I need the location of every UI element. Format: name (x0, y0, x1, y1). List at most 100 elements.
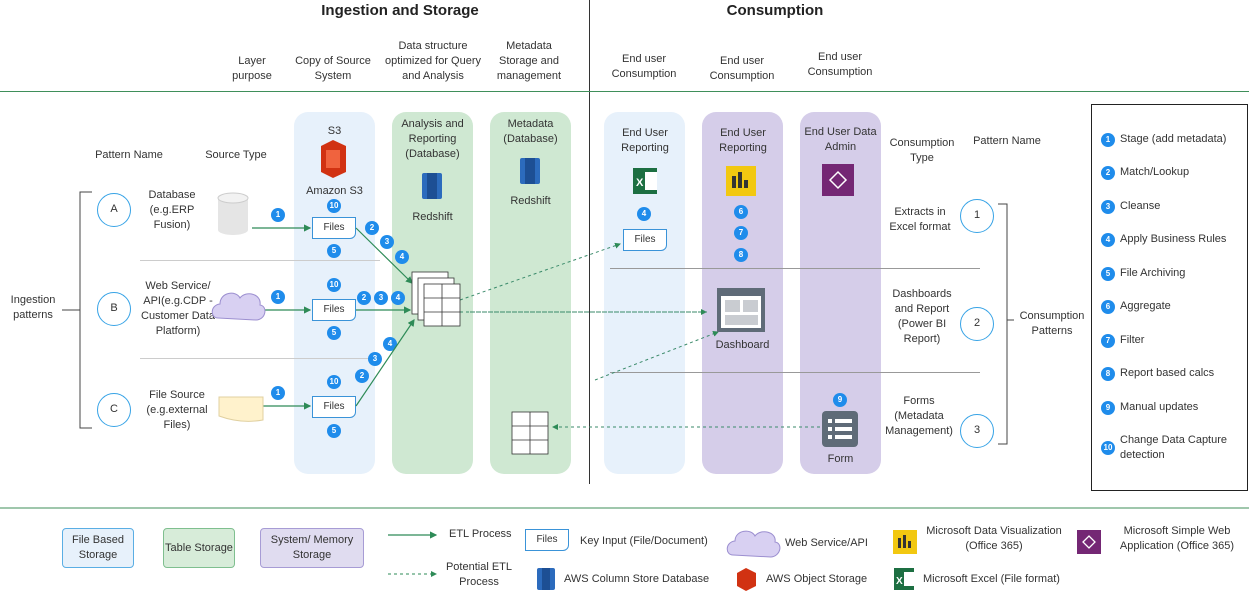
step-badge: 6 (734, 205, 748, 219)
step-label: Aggregate (1120, 300, 1171, 312)
step-number: 6 (1101, 300, 1115, 314)
legend-cloud-icon (726, 530, 781, 558)
ingestion-bracket (62, 191, 92, 429)
step-number: 4 (1101, 233, 1115, 247)
legend-web-service-label: Web Service/API (785, 537, 868, 549)
step-badge: 2 (365, 221, 379, 235)
eur1-title: End User Reporting (621, 127, 669, 154)
legend-ms-simpleweb-label: Microsoft Simple Web Application (Office… (1119, 525, 1235, 552)
form-icon (822, 411, 858, 447)
consumption-separator-2 (610, 372, 980, 373)
pattern-a-circle: A (97, 193, 131, 227)
pattern-c-circle: C (97, 393, 131, 427)
legend-redshift-icon (537, 568, 555, 590)
dashboard-icon (717, 288, 765, 332)
row-separator-2 (140, 358, 380, 359)
etl-arrows (252, 224, 415, 410)
legend-memory-storage: System/ Memory Storage (260, 528, 364, 568)
step-badge: 5 (327, 424, 341, 438)
header-divider-line (0, 91, 1249, 92)
step-number: 9 (1101, 401, 1115, 415)
legend-key-input-label: Key Input (File/Document) (580, 535, 708, 547)
consumption-pattern-3: 3 (960, 414, 994, 448)
header-metadata-storage: Metadata Storage and management (496, 40, 562, 82)
files-box-c: Files (312, 396, 356, 418)
step-label: Apply Business Rules (1120, 233, 1227, 245)
step-label: Report based calcs (1120, 367, 1215, 379)
consumption-pattern-header: Pattern Name (973, 135, 1041, 147)
legend-powerbi-icon (893, 530, 917, 554)
step-badge: 10 (327, 278, 341, 292)
metadata-title: Metadata (Database) (503, 118, 558, 145)
metadata-table-icon (511, 411, 549, 455)
legend-etl-label: ETL Process (449, 528, 512, 540)
step-number: 5 (1101, 267, 1115, 281)
legend-aws-column-label: AWS Column Store Database (564, 573, 710, 585)
amazon-s3-label: Amazon S3 (306, 185, 363, 197)
file-source-icon (218, 396, 264, 422)
header-layer-purpose: Layer purpose (232, 55, 272, 82)
form-label: Form (827, 453, 854, 465)
eua-title: End User Data Admin (804, 126, 877, 153)
step-label: Filter (1120, 334, 1145, 346)
consumption-pattern-1: 1 (960, 199, 994, 233)
files-box-b: Files (312, 299, 356, 321)
ingestion-section-title: Ingestion and Storage (321, 2, 479, 19)
legend-aws-object-label: AWS Object Storage (766, 573, 868, 585)
step-badge: 4 (391, 291, 405, 305)
row-separator-1 (140, 260, 380, 261)
step-badge: 8 (734, 248, 748, 262)
step-label: Match/Lookup (1120, 166, 1190, 178)
step-badge: 2 (355, 369, 369, 383)
consumption-type-2: Dashboards and Report (Power BI Report) (892, 288, 952, 345)
step-label: Manual updates (1120, 401, 1199, 413)
legend-s3-icon (737, 568, 756, 591)
step-label: Change Data Capture detection (1120, 434, 1228, 461)
consumption-type-1: Extracts in Excel format (889, 206, 951, 233)
files-box-extract: Files (623, 229, 667, 251)
header-end-user-2: End user Consumption (709, 55, 775, 82)
consumption-section-title: Consumption (726, 2, 824, 19)
power-bi-icon (726, 166, 756, 196)
legend-files-box: Files (525, 529, 569, 551)
redshift-icon (422, 173, 442, 199)
step-badge: 1 (271, 208, 285, 222)
step-badge: 5 (327, 326, 341, 340)
step-number: 2 (1101, 166, 1115, 180)
step-badge: 7 (734, 226, 748, 240)
metadata-redshift-label: Redshift (510, 195, 551, 207)
svg-text:X: X (896, 576, 903, 587)
source-file: File Source (e.g.external Files) (146, 389, 208, 431)
legend-table-storage: Table Storage (163, 528, 235, 568)
step-badge: 10 (327, 199, 341, 213)
consumption-bracket (998, 203, 1014, 445)
step-badge: 3 (368, 352, 382, 366)
step-number: 7 (1101, 334, 1115, 348)
source-type-header: Source Type (205, 149, 267, 161)
consumption-pattern-2: 2 (960, 307, 994, 341)
steps-legend-box (1091, 104, 1248, 491)
eur2-title: End User Reporting (719, 127, 767, 154)
svg-text:X: X (636, 177, 644, 189)
excel-icon: X (633, 168, 657, 194)
consumption-patterns-label: Consumption Patterns (1019, 310, 1085, 337)
tables-stack-icon (411, 271, 461, 327)
legend-potential-etl-label: Potential ETL Process (445, 561, 513, 588)
header-end-user-1: End user Consumption (611, 53, 677, 80)
step-badge: 4 (395, 250, 409, 264)
step-label: Cleanse (1120, 200, 1161, 212)
source-database: Database (e.g.ERP Fusion) (148, 189, 196, 231)
step-badge: 9 (833, 393, 847, 407)
step-badge: 2 (357, 291, 371, 305)
consumption-type-header: Consumption Type (889, 137, 955, 164)
amazon-s3-icon (321, 140, 346, 178)
header-end-user-3: End user Consumption (807, 51, 873, 78)
ingestion-patterns-label: Ingestion patterns (10, 294, 56, 321)
step-number: 1 (1101, 133, 1115, 147)
s3-title: S3 (327, 125, 342, 137)
step-badge: 5 (327, 244, 341, 258)
power-apps-icon (822, 164, 854, 196)
legend-excel-icon: X (894, 568, 914, 590)
potential-etl-arrows (459, 242, 820, 430)
